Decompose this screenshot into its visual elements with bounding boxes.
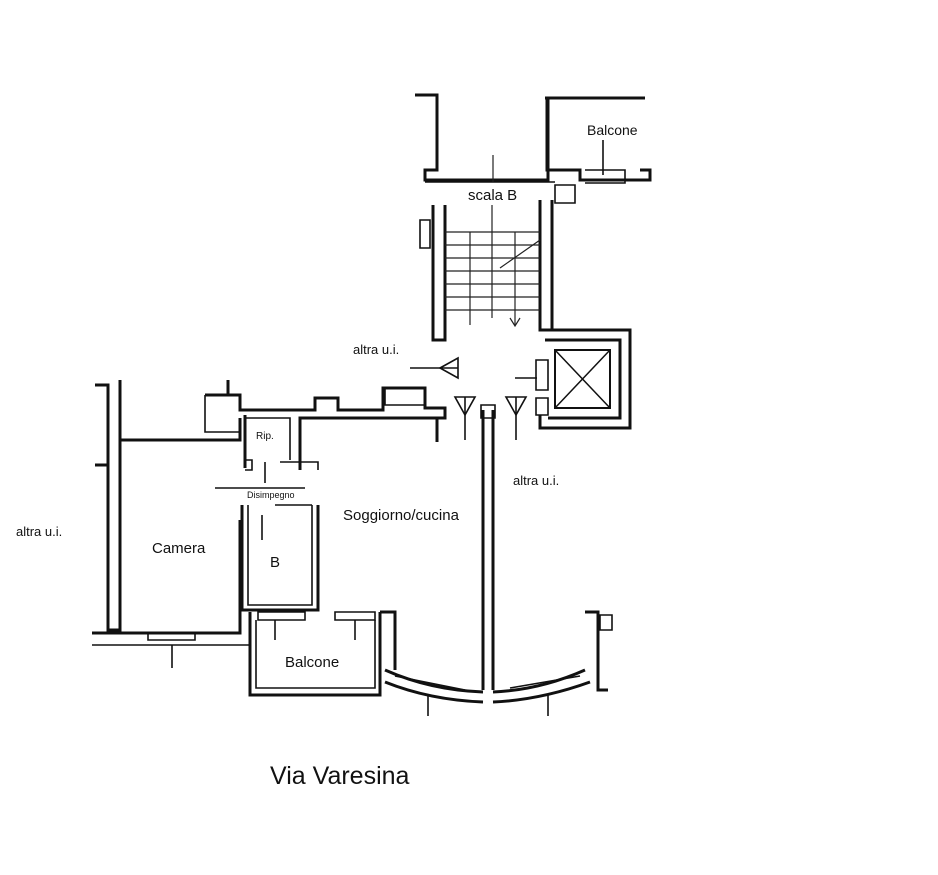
label-storage: Rip. [256,431,274,442]
street-name: Via Varesina [270,762,410,790]
label-other-unit-top: altra u.i. [353,342,399,357]
label-hallway: Disimpegno [247,490,295,500]
corridor-doors [410,356,537,690]
label-bathroom: B [270,554,280,571]
label-balcony-bottom: Balcone [285,654,339,671]
room-labels: Balcone scala B altra u.i. altra u.i. al… [16,122,638,790]
stair-treads [445,155,541,328]
elevator-shaft [535,328,632,430]
label-bedroom: Camera [152,540,206,557]
apartment-walls [92,380,613,716]
label-other-unit-left: altra u.i. [16,524,62,539]
label-balcony-top: Balcone [587,122,638,138]
label-living-kitchen: Soggiorno/cucina [343,507,460,524]
label-staircase: scala B [468,187,517,204]
label-other-unit-right: altra u.i. [513,473,559,488]
